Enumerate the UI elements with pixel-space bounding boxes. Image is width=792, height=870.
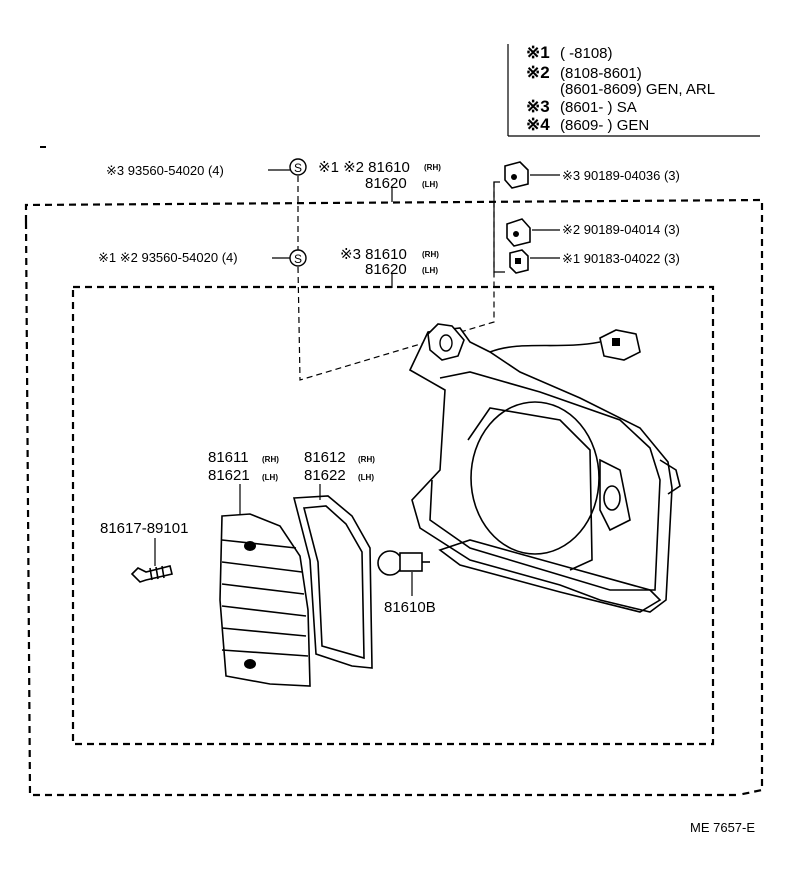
- nut-3-slot: [515, 258, 521, 264]
- lens-rib-3: [221, 583, 305, 595]
- housing-reflector-back: [467, 407, 593, 571]
- gasket-number-1: 81612: [304, 449, 346, 466]
- screw: [130, 565, 173, 583]
- bulb: [377, 550, 430, 576]
- screw-threads: [149, 565, 165, 581]
- nut-1-hole: [511, 174, 517, 180]
- nut-1-label: ※3 90189-04036 (3): [562, 168, 680, 183]
- gasket-rh: (RH): [358, 455, 375, 464]
- gasket-inner: [302, 505, 365, 660]
- housing-wire: [489, 341, 601, 353]
- bulb-label: 81610B: [384, 599, 436, 616]
- nut-2-label: ※2 90189-04014 (3): [562, 222, 680, 237]
- clip-top-symbol: [289, 158, 307, 176]
- legend: ※1 ( -8108) ※2 (8108-8601) (8601-8609) G…: [507, 43, 760, 137]
- inner-assembly-box: [71, 285, 715, 746]
- clip-dash-line-2: [297, 180, 495, 381]
- inner-lamp-number-2: 81620: [365, 261, 407, 278]
- outer-lamp-number-1: ※1 ※2 81610: [318, 159, 410, 176]
- legend-text-5: (8609- ) GEN: [560, 117, 649, 134]
- lamp-lens: [219, 513, 311, 687]
- legend-text-4: (8601- ) SA: [560, 99, 637, 116]
- gasket-lh: (LH): [358, 473, 374, 482]
- nut-2-hole: [513, 231, 519, 237]
- housing-side-tab: [659, 459, 681, 495]
- gasket-outline: [292, 495, 373, 669]
- housing-bottom-flange: [438, 539, 662, 613]
- bulb-base: [399, 552, 423, 572]
- lens-rib-6: [221, 649, 309, 657]
- clip-mid-label: ※1 ※2 93560-54020 (4): [98, 250, 238, 265]
- nut-bracket: [493, 181, 505, 273]
- housing-top-mount-hole: [439, 334, 453, 352]
- housing-inner-rim: [429, 371, 661, 591]
- lens-screw-hole-top: [244, 541, 256, 551]
- lens-number-1: 81611: [208, 449, 249, 466]
- outer-lamp-rh: (RH): [424, 163, 441, 172]
- inner-lamp-lh: (LH): [422, 266, 438, 275]
- lens-rib-4: [221, 605, 307, 617]
- gasket-number-2: 81622: [304, 467, 346, 484]
- lens-outline: [219, 513, 311, 687]
- legend-mark-5: ※4: [526, 115, 550, 134]
- lens-rh: (RH): [262, 455, 279, 464]
- outer-lamp-lh: (LH): [422, 180, 438, 189]
- lens-lh: (LH): [262, 473, 278, 482]
- legend-mark-1: ※1: [526, 43, 550, 62]
- housing-socket: [599, 458, 631, 532]
- figure-id: ME 7657-E: [690, 820, 755, 835]
- inner-lamp-rh: (RH): [422, 250, 439, 259]
- bulb-glass: [377, 550, 403, 576]
- nut-1-shape: [504, 161, 529, 189]
- screw-label: 81617-89101: [100, 520, 188, 537]
- clip-mid-symbol-text: S: [294, 252, 302, 266]
- nut-2: [506, 218, 531, 247]
- lens-rib-5: [221, 627, 307, 637]
- legend-text-1: ( -8108): [560, 45, 613, 62]
- lamp-gasket: [292, 495, 373, 669]
- outer-assembly-box-bottom: [24, 221, 738, 797]
- nut-3: [509, 249, 529, 274]
- lamp-housing: [408, 323, 681, 613]
- inner-lamp-number-1: ※3 81610: [340, 246, 407, 263]
- lens-screw-hole-bottom: [244, 659, 256, 669]
- lens-rib-2: [221, 561, 303, 573]
- outer-lamp-number-2: 81620: [365, 175, 407, 192]
- lens-number-2: 81621: [208, 467, 250, 484]
- housing-socket-hole: [603, 485, 621, 511]
- housing-connector-pin: [612, 338, 620, 346]
- legend-text-3: (8601-8609) GEN, ARL: [560, 81, 715, 98]
- housing-reflector: [470, 401, 600, 555]
- nut-3-label: ※1 90183-04022 (3): [562, 251, 680, 266]
- lens-rib-1: [221, 539, 297, 549]
- legend-text-2: (8108-8601): [560, 65, 642, 82]
- legend-mark-2: ※2: [526, 63, 550, 82]
- clip-top-symbol-text: S: [294, 161, 302, 175]
- clip-top-label: ※3 93560-54020 (4): [106, 163, 224, 178]
- legend-mark-4: ※3: [526, 97, 550, 116]
- nut-1: [504, 161, 529, 189]
